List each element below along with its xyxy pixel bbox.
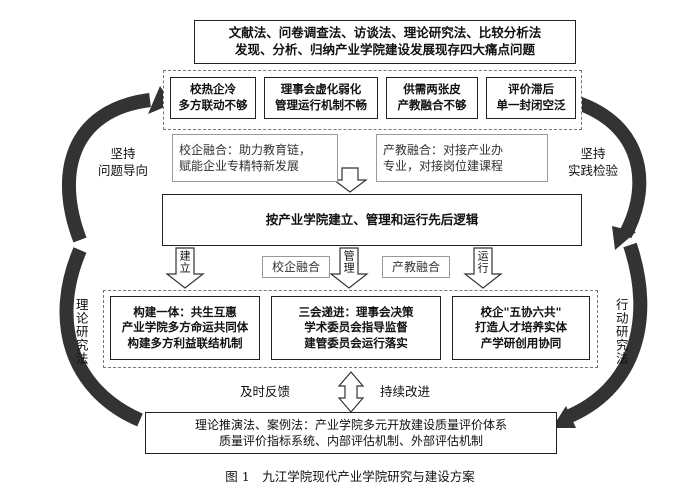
down-arrow-run	[463, 247, 503, 289]
side-left-top-label: 坚持 问题导向	[98, 146, 149, 178]
side-left-bottom-label: 理论研究法	[73, 298, 89, 366]
side-right-bottom-label: 行动研究法	[613, 298, 629, 366]
down-arrow-build	[165, 247, 205, 289]
solution-box-1: 构建一体：共生互惠 产业学院多方命运共同体 构建多方利益联结机制	[110, 296, 260, 360]
feedback-right-label: 持续改进	[380, 384, 431, 399]
stage-label-manage: 管理	[342, 250, 356, 274]
side-right-top-label: 坚持 实践检验	[568, 146, 619, 178]
bottom-evaluation-box: 理论推演法、案例法：产业学院多元开放建设质量评价体系 质量评价指标系统、内部评估…	[145, 412, 557, 454]
left-upper-arrowhead	[148, 86, 172, 114]
right-lower-curved-arrow	[562, 242, 648, 425]
right-upper-curved-arrow	[558, 91, 647, 239]
problem-box-3: 供需两张皮 产教融合不够	[386, 77, 478, 119]
top-methods-line1: 文献法、问卷调查法、访谈法、理论研究法、比较分析法	[228, 25, 542, 41]
fusion-right-box: 产教融合：对接产业办 专业，对接岗位建课程	[376, 134, 548, 182]
mid-label-industry-education: 产教融合	[382, 256, 450, 278]
solution-box-3: 校企"五协六共" 打造人才培养实体 产学研创用协同	[452, 296, 590, 360]
problem-box-2: 理事会虚化弱化 管理运行机制不畅	[264, 77, 378, 119]
solution-box-2: 三会递进：理事会决策 学术委员会指导监督 建管委员会运行落实	[271, 296, 441, 360]
right-lower-arrowhead	[552, 406, 576, 428]
mid-label-school-enterprise: 校企融合	[262, 256, 330, 278]
top-methods-box: 文献法、问卷调查法、访谈法、理论研究法、比较分析法 发现、分析、归纳产业学院建设…	[194, 20, 576, 64]
stage-label-build: 建立	[178, 250, 192, 274]
down-arrow-manage	[329, 247, 369, 289]
left-upper-curved-arrow	[62, 93, 152, 243]
right-upper-arrowhead	[612, 226, 636, 250]
problem-box-1: 校热企冷 多方联动不够	[170, 77, 256, 119]
figure-caption: 图 1 九江学院现代产业学院研究与建设方案	[225, 469, 475, 484]
fusion-left-box: 校企融合：助力教育链， 赋能企业专精特新发展	[172, 134, 338, 182]
stage-label-run: 运行	[476, 250, 490, 274]
top-methods-line2: 发现、分析、归纳产业学院建设发展现存四大痛点问题	[234, 42, 535, 57]
left-lower-curved-arrow	[59, 247, 143, 427]
feedback-left-label: 及时反馈	[240, 384, 291, 399]
problem-box-4: 评价滞后 单一封闭空泛	[486, 77, 576, 119]
feedback-double-arrow	[337, 371, 365, 413]
center-logic-box: 按产业学院建立、管理和运行先后逻辑	[162, 194, 582, 246]
down-arrow-top	[332, 167, 368, 193]
